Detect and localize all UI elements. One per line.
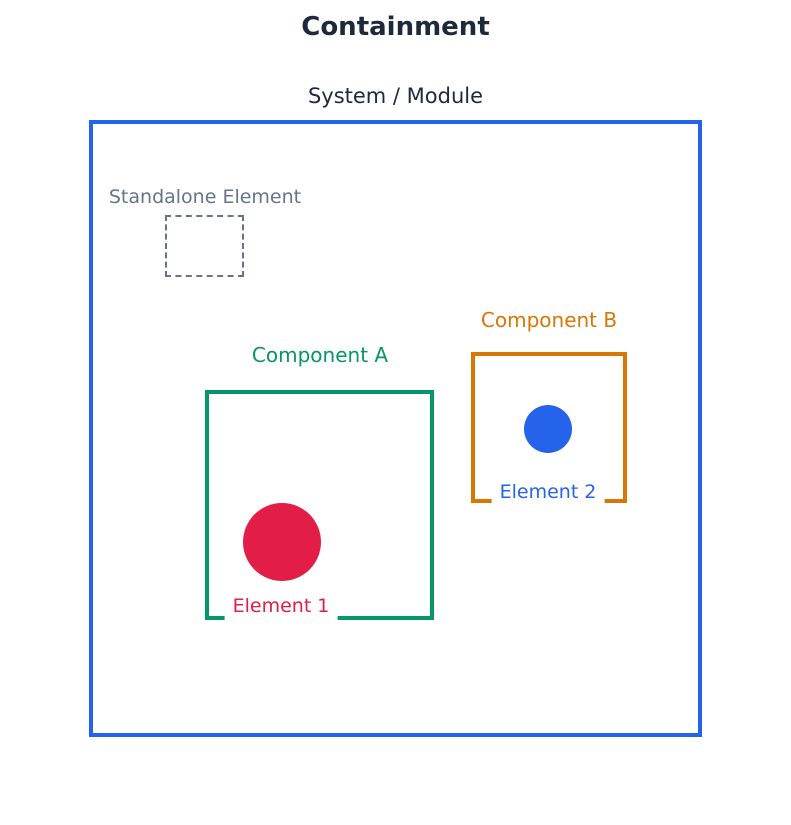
element-1-circle bbox=[243, 503, 321, 581]
element-1-label: Element 1 bbox=[224, 589, 338, 623]
component-a-box bbox=[205, 390, 434, 620]
standalone-element-label: Standalone Element bbox=[108, 186, 302, 208]
system-module-box bbox=[89, 120, 702, 737]
standalone-element-box bbox=[165, 215, 244, 277]
system-module-label: System / Module bbox=[307, 84, 484, 108]
element-2-circle bbox=[524, 405, 572, 453]
component-a-label: Component A bbox=[251, 343, 389, 367]
element-2-label: Element 2 bbox=[491, 476, 605, 508]
component-b-label: Component B bbox=[480, 308, 618, 332]
diagram-title: Containment bbox=[301, 12, 490, 42]
